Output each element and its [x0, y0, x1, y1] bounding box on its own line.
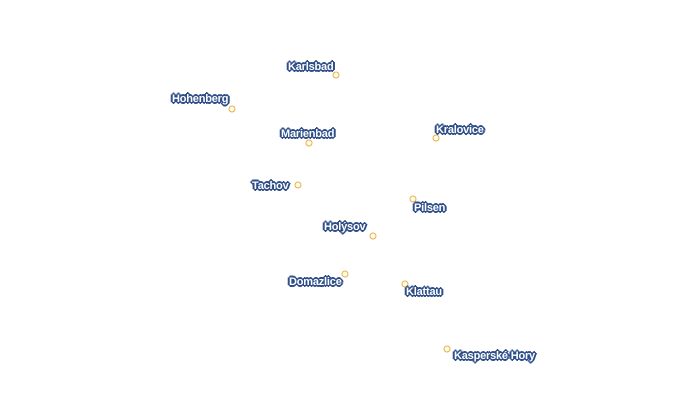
- place-marker-domazlice[interactable]: [341, 270, 349, 278]
- place-marker-klattau[interactable]: [401, 280, 409, 288]
- place-marker-kralovice[interactable]: [432, 134, 440, 142]
- place-marker-marienbad[interactable]: [305, 139, 313, 147]
- place-label-domazlice: Domazlice: [289, 276, 342, 288]
- place-marker-hohenberg[interactable]: [228, 105, 236, 113]
- place-label-kasperske-hory: Kasperské Hory: [454, 350, 535, 362]
- place-label-hohenberg: Hohenberg: [172, 93, 229, 105]
- place-label-kralovice: Kralovice: [436, 124, 484, 136]
- place-marker-karlsbad[interactable]: [332, 71, 340, 79]
- place-marker-kasperske-hory[interactable]: [443, 345, 451, 353]
- place-label-pilsen: Pilsen: [414, 202, 446, 214]
- place-marker-tachov[interactable]: [294, 181, 302, 189]
- place-marker-pilsen[interactable]: [409, 195, 417, 203]
- place-label-klattau: Klattau: [406, 286, 442, 298]
- place-label-holysov: Holýsov: [324, 221, 366, 233]
- place-label-karlsbad: Karlsbad: [288, 61, 334, 73]
- place-label-tachov: Tachov: [252, 180, 289, 192]
- place-label-marienbad: Marienbad: [281, 128, 335, 140]
- place-marker-holysov[interactable]: [369, 232, 377, 240]
